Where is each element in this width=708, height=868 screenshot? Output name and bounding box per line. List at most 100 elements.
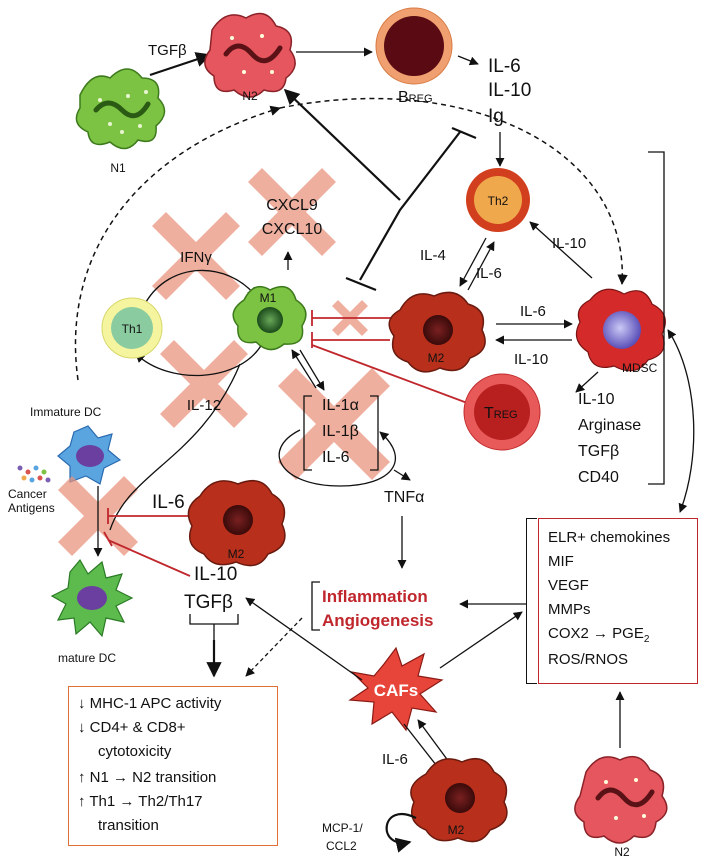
arrow-cafs-m2: [403, 723, 441, 771]
line-m1-dc: [109, 363, 241, 531]
arrow-th1-m1: [145, 269, 257, 303]
tnfa-label: TNFα: [384, 489, 424, 506]
m1-macrophage: [232, 285, 307, 351]
chemokine-0: ELR+ chemokines: [548, 529, 671, 546]
tgfb-dc-label: TGFβ: [184, 592, 233, 613]
arrow-m2-th2: [467, 241, 495, 291]
angiogenesis-label: Angiogenesis: [322, 611, 433, 630]
cxcl9-label: CXCL9: [266, 197, 318, 214]
mcp1-label: MCP-1/: [322, 821, 363, 835]
cancer-antigens-label-2: Antigens: [8, 501, 55, 515]
th1-label: Th1: [122, 322, 143, 336]
arrow-cafs-tgfb: [245, 597, 363, 681]
arrow-n1-n2: [149, 52, 212, 77]
immature-dc-cell: [57, 425, 122, 485]
il6-dc-label: IL-6: [152, 492, 185, 513]
mdsc-label: MDSC: [622, 361, 658, 375]
red-inhibit-il10-dc: [103, 531, 191, 577]
bracket-inflammation: [311, 581, 320, 631]
treg-label: TREG: [484, 405, 518, 422]
effect-3: ↑ N1 → N2 transition: [78, 769, 217, 786]
il6-m2-label: IL-6: [476, 265, 502, 282]
red-inhibit-treg-m1: [311, 344, 471, 405]
dashed-arc-dc: [74, 105, 282, 381]
il10-mdsc-label: IL-10: [514, 351, 548, 368]
arrow-cafs-chemokines: [439, 611, 523, 669]
n2-top-label: N2: [242, 89, 258, 103]
n1-label: N1: [110, 161, 126, 175]
effects-box: [68, 686, 278, 846]
mdsc-cell: [575, 288, 666, 372]
il10-dc-label: IL-10: [194, 564, 237, 585]
th2-cell: [466, 168, 530, 232]
n2-bottom-label: N2: [614, 845, 630, 859]
mdsc-out-3: CD40: [578, 469, 619, 486]
m2-macrophage-bottom: [410, 757, 508, 843]
mature-dc-cell: [50, 558, 134, 638]
mature-dc-label: mature DC: [58, 651, 116, 665]
cross-il12: [160, 340, 248, 428]
effect-4: ↑ Th1 → Th2/Th17: [78, 793, 203, 810]
mdsc-out-2: TGFβ: [578, 443, 619, 460]
il10-th2-label: IL-10: [552, 235, 586, 252]
m2-bottom-label: M2: [448, 823, 465, 837]
tgfb-top-label: TGFβ: [148, 42, 187, 59]
il6-caf-label: IL-6: [382, 751, 408, 768]
red-inhibit-m2-m1-b: [311, 332, 390, 348]
th1-cell: [101, 297, 163, 359]
breg-label: BREG: [398, 89, 433, 106]
mdsc-out-0: IL-10: [578, 391, 615, 408]
chemokine-4: COX2 → PGE: [548, 625, 644, 642]
il12-label: IL-12: [187, 397, 221, 414]
il10-top-label: IL-10: [488, 80, 531, 101]
inhibition-bar-m1: [359, 126, 477, 281]
th2-label: Th2: [488, 194, 509, 208]
m2-left-label: M2: [228, 547, 245, 561]
inhibition-cap: [345, 276, 377, 292]
arrow-mcp1-loop: [385, 812, 417, 853]
effect-1: ↓ CD4+ & CD8+: [78, 719, 186, 736]
m2-center-label: M2: [428, 351, 445, 365]
dashed-arc-mdsc: [279, 97, 628, 286]
il1a-label: IL-1α: [322, 397, 359, 414]
dashed-arrow-effects: [245, 617, 303, 677]
arrow-bracket-chemokines: [667, 329, 695, 513]
ig-label: Ig: [488, 106, 504, 127]
cross-cxcl: [248, 168, 336, 256]
arrow-m1-il1: [299, 349, 325, 391]
cancer-antigens-label-1: Cancer: [8, 487, 47, 501]
chemokines-box: [538, 518, 698, 684]
inflammation-label: Inflammation: [322, 587, 428, 606]
cxcl10-label: CXCL10: [262, 221, 323, 238]
m1-label: M1: [260, 291, 277, 305]
chemokines-bracket: [526, 518, 537, 684]
ifng-label: IFNγ: [180, 249, 212, 266]
chemokine-3: MMPs: [548, 601, 591, 618]
arrow-to-tnfa: [393, 469, 411, 481]
arrow-il1-loop: [278, 429, 397, 487]
chemokine-4-wrap: COX2 → PGE2: [548, 622, 649, 652]
right-bracket: [648, 151, 665, 485]
il1b-label: IL-1β: [322, 423, 359, 440]
bracket-il1-left: [303, 395, 312, 471]
ccl2-label: CCL2: [326, 839, 357, 853]
arrow-m1-th1: [135, 343, 263, 377]
chemokine-1: MIF: [548, 553, 574, 570]
arrow-mdsc-out: [575, 371, 599, 393]
red-inhibit-il6-dc: [107, 508, 196, 524]
effect-2: cytotoxicity: [98, 743, 172, 760]
arrow-th2-m2: [459, 237, 487, 287]
pge-subscript: 2: [643, 634, 650, 645]
cross-ifng: [152, 212, 240, 300]
il4-label: IL-4: [420, 247, 446, 264]
treg-cell: [463, 373, 541, 451]
red-inhibit-m2-m1-a: [311, 310, 392, 326]
cafs-label: CAFs: [374, 681, 418, 700]
cancer-antigens-dots: [17, 465, 51, 483]
effect-5: transition: [98, 817, 159, 834]
bracket-il1-right: [370, 395, 379, 471]
il6-top-label: IL-6: [488, 56, 521, 77]
breg-cell: [375, 7, 453, 85]
